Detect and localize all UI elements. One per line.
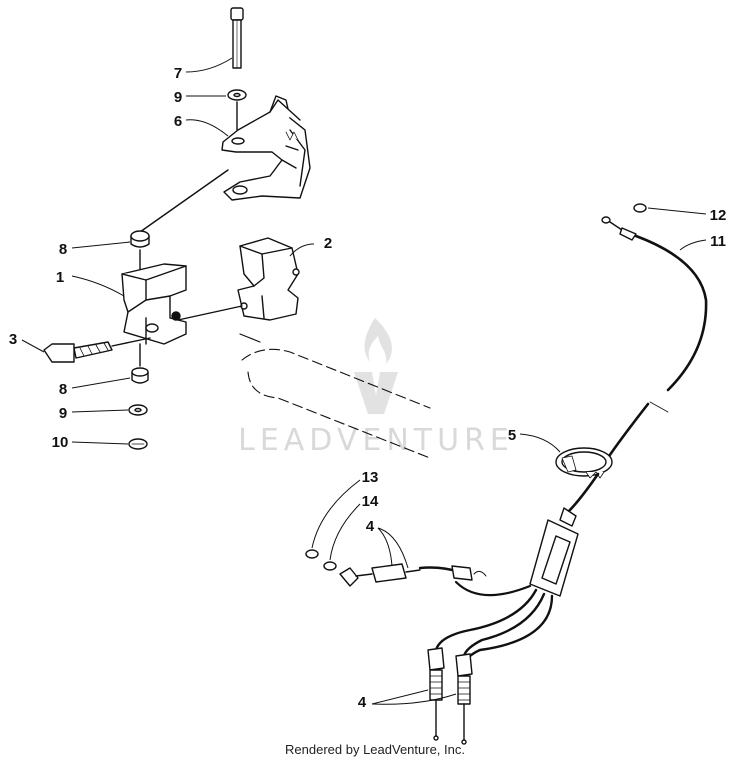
part-throttle-cable-11 xyxy=(598,216,708,472)
callout-labels: 1 2 3 4 4 5 6 7 8 8 9 9 10 11 12 13 14 xyxy=(9,65,727,711)
callout-12: 12 xyxy=(710,207,727,224)
part-small-cable-assembly xyxy=(305,549,487,587)
part-washer-9-top xyxy=(227,89,247,101)
leader-block-to-half xyxy=(177,305,243,321)
callout-5: 5 xyxy=(508,427,516,444)
callout-8-upper: 8 xyxy=(59,241,67,258)
part-clamp-block-1 xyxy=(121,263,187,345)
callout-14: 14 xyxy=(362,493,379,510)
part-adjusters-4-lower xyxy=(427,647,473,745)
leader-lines xyxy=(21,57,707,705)
callout-11: 11 xyxy=(710,233,726,250)
part-cable-junction xyxy=(434,472,600,668)
parts-artwork xyxy=(43,7,708,745)
part-lock-washer-10 xyxy=(128,438,148,450)
watermark: LEADVENTURE xyxy=(238,318,514,458)
callout-9-upper: 9 xyxy=(174,89,182,106)
part-spacer-8-lower xyxy=(131,367,149,384)
part-bracket-6 xyxy=(221,95,311,201)
callout-6: 6 xyxy=(174,113,182,130)
callout-9-lower: 9 xyxy=(59,405,67,422)
callout-2: 2 xyxy=(324,235,332,252)
flame-v-logo-icon xyxy=(354,318,398,414)
part-hose-clamp-5 xyxy=(555,447,613,479)
callout-1: 1 xyxy=(56,269,64,286)
part-clip-12 xyxy=(633,203,647,213)
callout-8-lower: 8 xyxy=(59,381,67,398)
part-clamp-half-2 xyxy=(237,237,300,321)
rendered-by-footer: Rendered by LeadVenture, Inc. xyxy=(285,742,465,757)
watermark-text: LEADVENTURE xyxy=(238,423,514,458)
part-spacer-8-top xyxy=(130,230,150,248)
part-washer-9-lower xyxy=(128,404,148,416)
part-bolt-7 xyxy=(230,7,244,69)
callout-10: 10 xyxy=(52,434,69,451)
callout-7: 7 xyxy=(174,65,182,82)
leader-bracket-to-block xyxy=(139,169,229,233)
callout-4-lower: 4 xyxy=(358,694,367,711)
handlebar-phantom xyxy=(239,333,431,459)
callout-4-upper: 4 xyxy=(366,518,375,535)
callout-13: 13 xyxy=(362,469,379,486)
callout-3: 3 xyxy=(9,331,17,348)
part-long-bolt-3 xyxy=(43,337,151,363)
